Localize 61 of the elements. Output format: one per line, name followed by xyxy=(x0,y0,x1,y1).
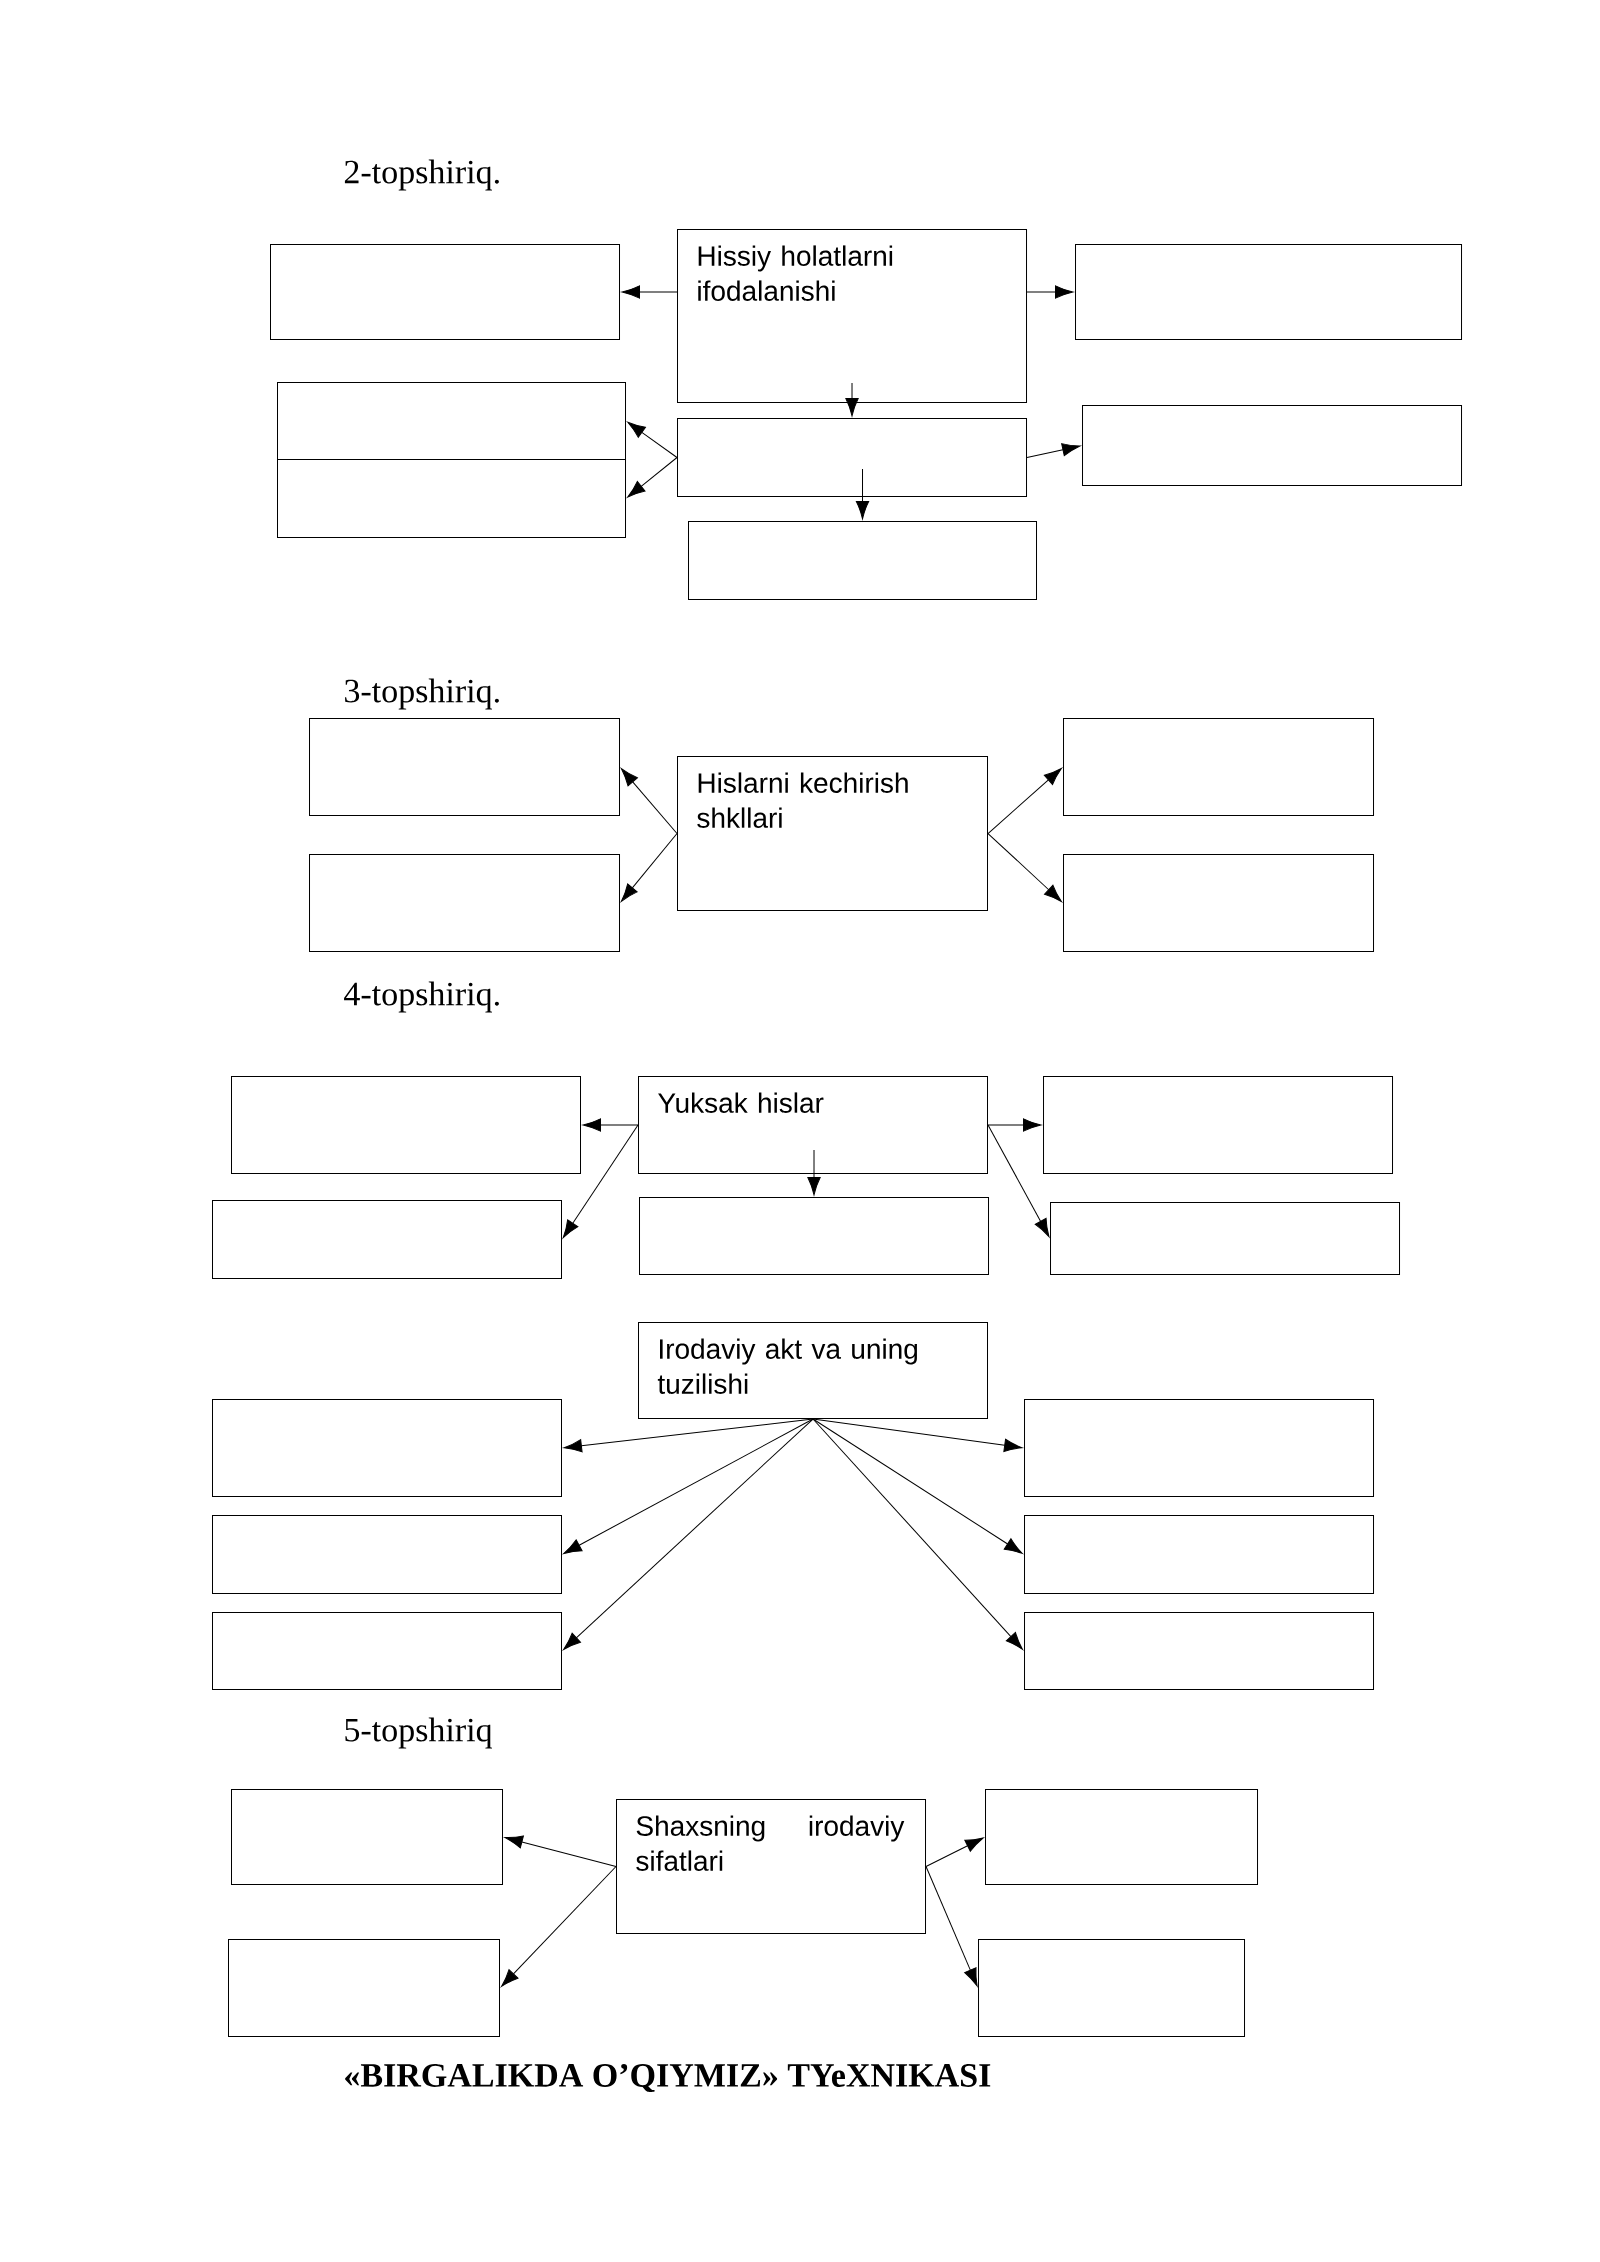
empty-box xyxy=(1024,1515,1374,1594)
empty-box xyxy=(1043,1076,1393,1174)
empty-box xyxy=(1082,405,1462,486)
empty-box xyxy=(277,382,626,460)
empty-box xyxy=(270,244,620,340)
arrow xyxy=(845,382,859,417)
arrow xyxy=(563,1418,814,1650)
empty-box xyxy=(212,1200,562,1279)
arrow xyxy=(563,1418,814,1453)
arrow xyxy=(812,1418,1023,1554)
arrow xyxy=(621,285,678,299)
empty-box xyxy=(231,1076,581,1174)
arrow xyxy=(812,1418,1024,1650)
text-box: Shaxsning irodaviy sifatlari xyxy=(616,1799,926,1934)
arrow xyxy=(925,1837,984,1867)
empty-box xyxy=(688,521,1037,600)
empty-box xyxy=(212,1515,562,1594)
arrow xyxy=(1026,443,1081,458)
empty-box xyxy=(985,1789,1258,1885)
heading: «BIRGALIKDA O’QIYMIZ» TYeXNIKASI xyxy=(345,2063,991,2093)
arrow xyxy=(582,1118,639,1132)
arrow xyxy=(620,833,678,902)
text-box: Irodaviy akt va uning tuzilishi xyxy=(638,1322,988,1419)
arrow xyxy=(987,833,1062,902)
empty-box xyxy=(978,1939,1245,2037)
empty-box xyxy=(1024,1612,1374,1690)
empty-box xyxy=(212,1399,562,1497)
arrow xyxy=(504,1835,617,1867)
arrow xyxy=(987,1124,1050,1238)
empty-box xyxy=(228,1939,500,2037)
arrow xyxy=(627,457,678,498)
empty-box xyxy=(1024,1399,1374,1497)
text-box: Hissiy holatlarni ifodalanishi xyxy=(677,229,1027,403)
section-heading: 2-topshiriq. xyxy=(344,159,499,191)
arrow xyxy=(812,1418,1023,1452)
empty-box xyxy=(1063,854,1374,952)
empty-box xyxy=(1075,244,1462,340)
section-heading: 5-topshiriq xyxy=(345,1717,492,1749)
arrow xyxy=(562,1124,639,1239)
arrow xyxy=(925,1866,978,1987)
empty-box xyxy=(277,459,626,538)
arrow xyxy=(807,1149,821,1196)
arrow xyxy=(620,768,678,834)
empty-box xyxy=(212,1612,562,1690)
empty-box xyxy=(231,1789,503,1885)
empty-box xyxy=(1050,1202,1400,1275)
empty-box xyxy=(309,854,620,952)
arrow xyxy=(987,1118,1042,1132)
empty-box xyxy=(677,418,1027,497)
empty-box xyxy=(639,1197,989,1275)
arrow xyxy=(987,767,1062,834)
text-box: Yuksak hislar xyxy=(638,1076,988,1174)
arrow xyxy=(501,1866,617,1987)
arrow xyxy=(627,421,678,458)
empty-box xyxy=(309,718,620,816)
arrow xyxy=(855,468,870,520)
section-heading: 4-topshiriq. xyxy=(344,981,499,1013)
arrow xyxy=(1026,285,1074,299)
empty-box xyxy=(1063,718,1374,816)
text-box: Hislarni kechirish shkllari xyxy=(677,756,988,911)
arrow xyxy=(563,1418,814,1554)
